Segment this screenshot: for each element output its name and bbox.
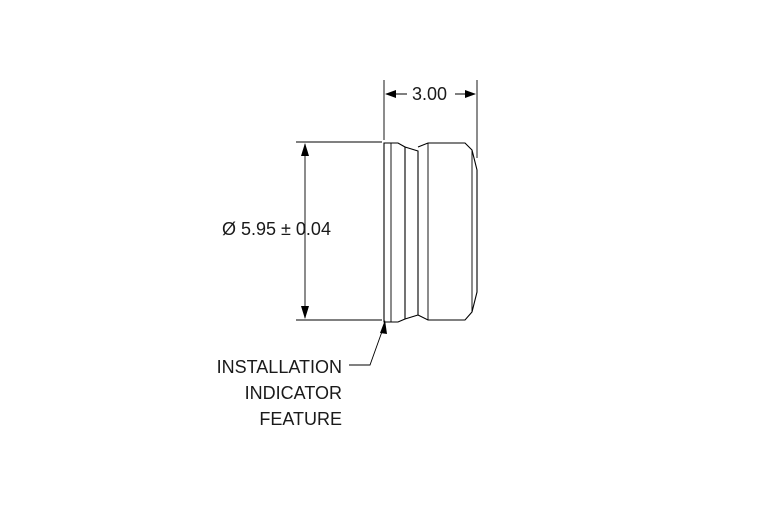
part-body	[383, 142, 478, 323]
callout-line: INDICATOR	[244, 383, 342, 403]
width-dimension-label: 3.00	[412, 84, 448, 104]
width-dimension	[383, 80, 478, 158]
callout-line: FEATURE	[259, 409, 342, 429]
installation-indicator-callout: INSTALLATION INDICATOR FEATURE	[210, 354, 342, 432]
diameter-dimension-label: Ø 5.95 ± 0.04	[222, 219, 331, 239]
callout-leader	[349, 320, 387, 366]
diameter-dimension	[296, 141, 382, 321]
callout-line: INSTALLATION	[216, 357, 342, 377]
